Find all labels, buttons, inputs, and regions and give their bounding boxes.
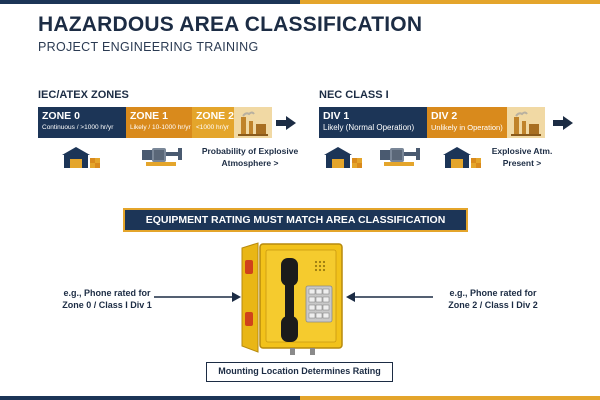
nec-caption-line1: Explosive Atm.: [491, 146, 553, 156]
mounting-location-box: Mounting Location Determines Rating: [206, 362, 393, 382]
zone-2-desc: <1000 hr/yr: [196, 124, 230, 131]
iec-arrow-icon: [276, 116, 296, 130]
iec-section-label: IEC/ATEX ZONES: [38, 89, 129, 101]
top-accent-bar-navy: [0, 0, 300, 4]
refinery-icon: [238, 111, 268, 136]
zone-0-box: ZONE 0 Continuous / >1000 hr/yr: [38, 107, 126, 138]
nec-section-label: NEC CLASS I: [319, 89, 389, 101]
left-pointer-arrow-icon: [154, 292, 241, 302]
page-subtitle: PROJECT ENGINEERING TRAINING: [38, 40, 259, 54]
zone-2-refinery-panel: [234, 107, 272, 138]
refinery-icon: [511, 111, 541, 136]
div-2-box: DIV 2 Unlikely in Operation): [427, 107, 507, 138]
div-2-label: DIV 2: [431, 110, 458, 122]
iec-caption: Probability of Explosive Atmosphere >: [195, 145, 305, 169]
div-1-box: DIV 1 Likely (Normal Operation): [319, 107, 427, 138]
iec-caption-line1: Probability of Explosive: [201, 146, 299, 156]
zone-1-box: ZONE 1 Likely / 10-1000 hr/yr: [126, 107, 192, 138]
zone-1-desc: Likely / 10-1000 hr/yr: [130, 124, 191, 131]
right-note-line2: Zone 2 / Class I Div 2: [448, 300, 538, 310]
bottom-accent-bar-navy: [0, 396, 300, 400]
nec-caption: Explosive Atm. Present >: [487, 145, 557, 169]
telephone-icon: [241, 242, 343, 355]
warehouse-icon: [62, 147, 100, 168]
zone-0-label: ZONE 0: [42, 110, 80, 122]
div-2-refinery-panel: [507, 107, 545, 138]
right-pointer-arrow-icon: [346, 292, 433, 302]
pump-icon: [142, 148, 182, 166]
zone-1-label: ZONE 1: [130, 110, 168, 122]
left-note-line1: e.g., Phone rated for: [63, 288, 151, 298]
left-note-line2: Zone 0 / Class I Div 1: [62, 300, 152, 310]
zone-0-desc: Continuous / >1000 hr/yr: [42, 124, 114, 131]
div-2-desc: Unlikely in Operation): [431, 123, 503, 132]
page-title: HAZARDOUS AREA CLASSIFICATION: [38, 13, 423, 36]
div-1-label: DIV 1: [323, 110, 350, 122]
nec-caption-line2: Present >: [502, 158, 542, 168]
top-accent-bar-amber: [300, 0, 600, 4]
right-example-note: e.g., Phone rated for Zone 2 / Class I D…: [418, 287, 568, 311]
zone-2-label: ZONE 2: [196, 110, 234, 122]
requirement-banner: EQUIPMENT RATING MUST MATCH AREA CLASSIF…: [123, 208, 468, 232]
right-note-line1: e.g., Phone rated for: [449, 288, 537, 298]
div-1-desc: Likely (Normal Operation): [323, 123, 415, 132]
left-example-note: e.g., Phone rated for Zone 0 / Class I D…: [32, 287, 182, 311]
zone-2-box: ZONE 2 <1000 hr/yr: [192, 107, 234, 138]
pump-icon: [380, 148, 420, 166]
warehouse-icon: [443, 147, 481, 168]
warehouse-icon: [324, 147, 362, 168]
iec-caption-line2: Atmosphere >: [221, 158, 279, 168]
bottom-accent-bar-amber: [300, 396, 600, 400]
nec-arrow-icon: [553, 116, 573, 130]
